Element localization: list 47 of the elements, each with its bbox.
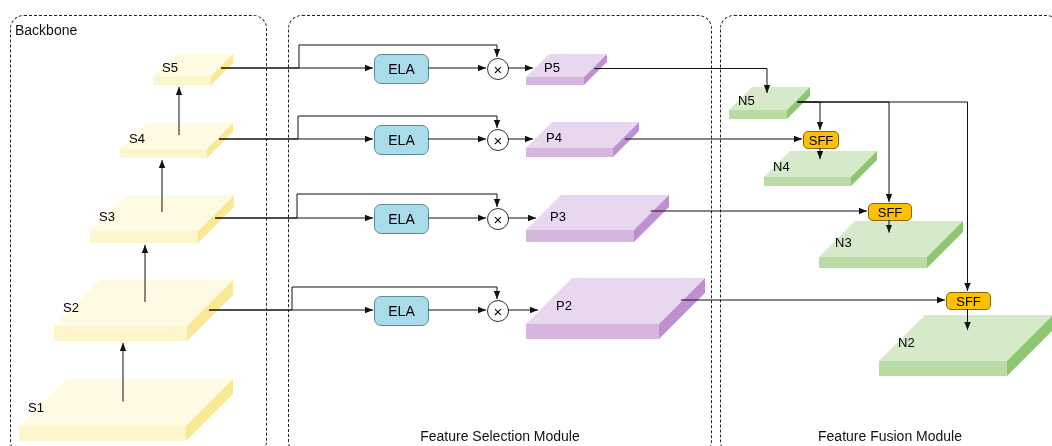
arrow	[427, 214, 487, 222]
slab-label: P5	[544, 60, 560, 76]
arrow	[797, 101, 971, 292]
arrow	[214, 193, 501, 219]
arrow	[507, 214, 537, 222]
slab-label: S2	[63, 300, 79, 316]
arrow	[885, 219, 893, 234]
slab-label: N5	[738, 93, 755, 109]
arrow	[119, 342, 127, 402]
slab-label: N3	[835, 235, 852, 251]
slab-label: S4	[129, 131, 145, 147]
slab-label: P2	[556, 298, 572, 314]
module-box: ELA	[374, 204, 429, 234]
arrow	[220, 44, 501, 69]
slab-label: S1	[28, 399, 44, 415]
module-box: ELA	[374, 296, 429, 326]
arrow	[624, 135, 803, 143]
module-box: SFF	[946, 292, 991, 310]
arrow	[427, 135, 487, 143]
module-box: SFF	[803, 131, 839, 149]
slab-label: P3	[550, 208, 566, 224]
arrow	[594, 68, 771, 94]
arrow	[175, 86, 183, 136]
group-title: Feature Selection Module	[419, 428, 581, 444]
arrow	[816, 147, 824, 160]
arrow	[507, 64, 534, 72]
arrow	[507, 135, 534, 143]
arrow	[680, 296, 946, 304]
group-title: Feature Fusion Module	[817, 428, 963, 444]
arrow	[507, 306, 539, 314]
arrow	[158, 159, 166, 213]
slab-label: S3	[99, 209, 115, 225]
module-box: ELA	[374, 54, 429, 84]
arrow	[218, 115, 501, 140]
arrow	[427, 64, 487, 72]
slab-label: N2	[898, 335, 915, 351]
module-box: ELA	[374, 125, 429, 155]
arrow	[141, 244, 149, 303]
arrow	[208, 286, 501, 311]
arrow	[964, 308, 971, 331]
arrow	[427, 306, 487, 314]
group-title: Backbone	[15, 22, 78, 38]
module-box: SFF	[868, 203, 912, 221]
arrow	[650, 207, 868, 215]
slab-label: N4	[773, 159, 790, 175]
slab-label: S5	[162, 59, 178, 75]
slab-label: P4	[546, 130, 562, 146]
